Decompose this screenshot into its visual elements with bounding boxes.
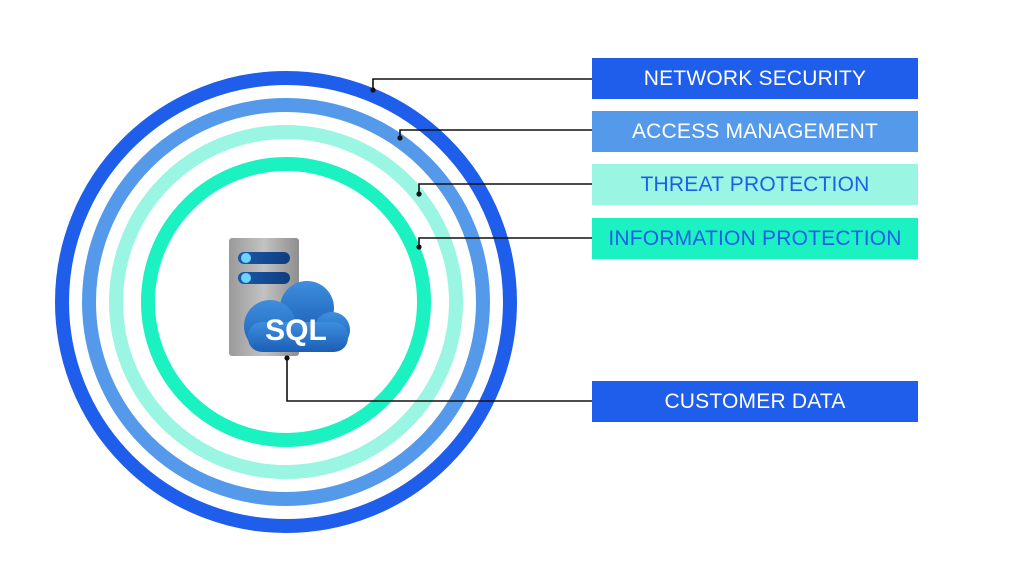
ring-threat-protection xyxy=(109,125,463,479)
connector-dot-customer-data xyxy=(284,355,290,361)
connector-dot-access-management xyxy=(397,135,403,141)
sql-database-icon: SQL xyxy=(229,238,350,356)
ring-access-management xyxy=(82,98,490,506)
label-threat-protection: THREAT PROTECTION xyxy=(592,164,918,205)
connector-threat-protection xyxy=(418,183,592,194)
connector-dot-network-security xyxy=(370,87,376,93)
cloud-icon xyxy=(244,281,350,352)
label-customer-data: CUSTOMER DATA xyxy=(592,381,918,422)
sql-icon-text: SQL xyxy=(265,314,327,347)
connector-customer-data xyxy=(286,358,592,402)
connector-dot-information-protection xyxy=(416,244,422,250)
connector-information-protection xyxy=(418,237,592,247)
ring-network-security xyxy=(55,71,517,533)
connector-access-management xyxy=(399,129,592,138)
ring-information-protection xyxy=(141,157,431,447)
label-network-security: NETWORK SECURITY xyxy=(592,58,918,99)
connector-dot-threat-protection xyxy=(416,191,422,197)
connector-network-security xyxy=(372,78,592,90)
label-information-protection: INFORMATION PROTECTION xyxy=(592,218,918,259)
label-access-management: ACCESS MANAGEMENT xyxy=(592,111,918,152)
